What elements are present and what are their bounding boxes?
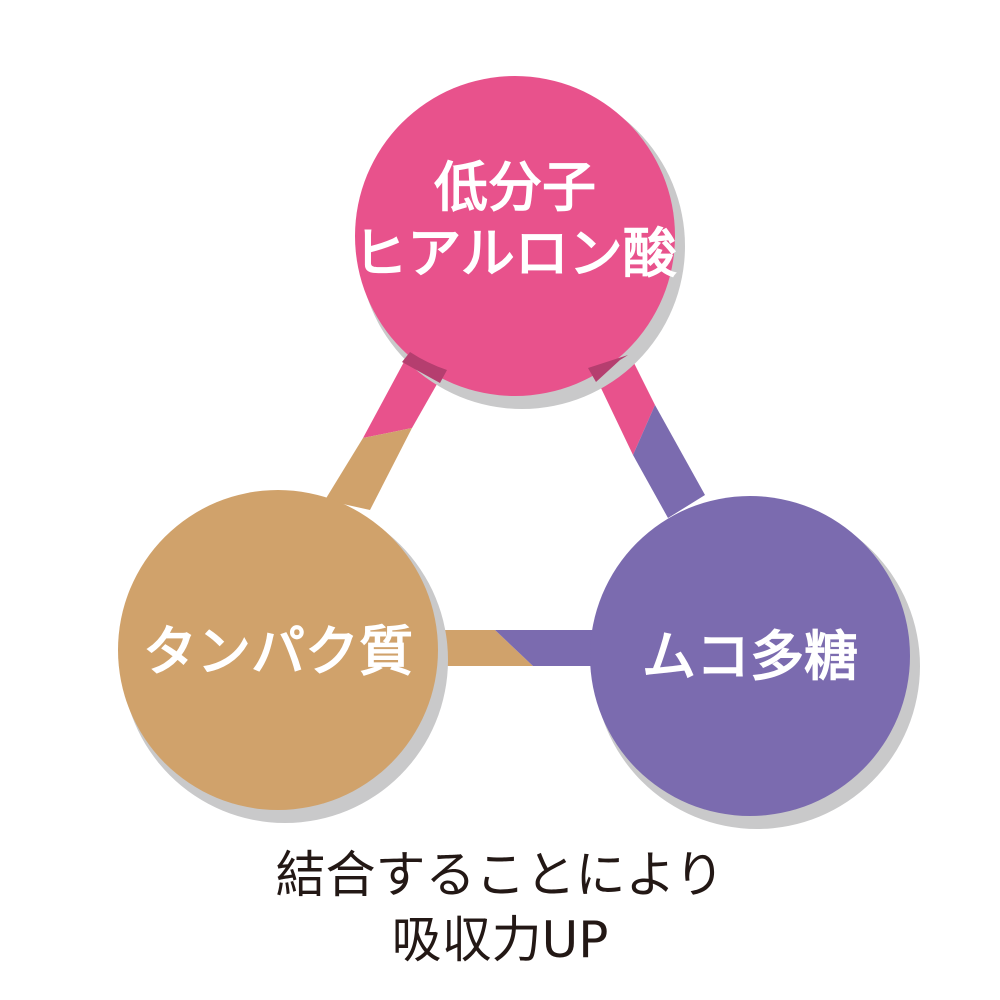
connector-top-left-tan xyxy=(325,428,412,510)
connector-top-left-pink xyxy=(363,360,445,438)
node-top-overlap-left xyxy=(402,352,447,383)
node-left xyxy=(118,490,438,810)
connector-bottom-tan xyxy=(430,630,533,666)
node-top-overlap-right xyxy=(588,355,628,382)
connector-top-right-purple xyxy=(633,405,705,518)
node-right-label: ムコ多糖 xyxy=(642,625,858,688)
node-top xyxy=(355,76,675,396)
node-left-label: タンパク質 xyxy=(143,620,413,683)
node-top-label-line1: 低分子 xyxy=(434,156,596,219)
node-right xyxy=(590,496,910,816)
connector-bottom-purple xyxy=(495,630,600,666)
node-top-label-line2: ヒアルロン酸 xyxy=(353,222,677,285)
caption-line-2: 吸収力UP xyxy=(391,911,609,969)
caption-line-1: 結合することにより xyxy=(275,846,725,904)
